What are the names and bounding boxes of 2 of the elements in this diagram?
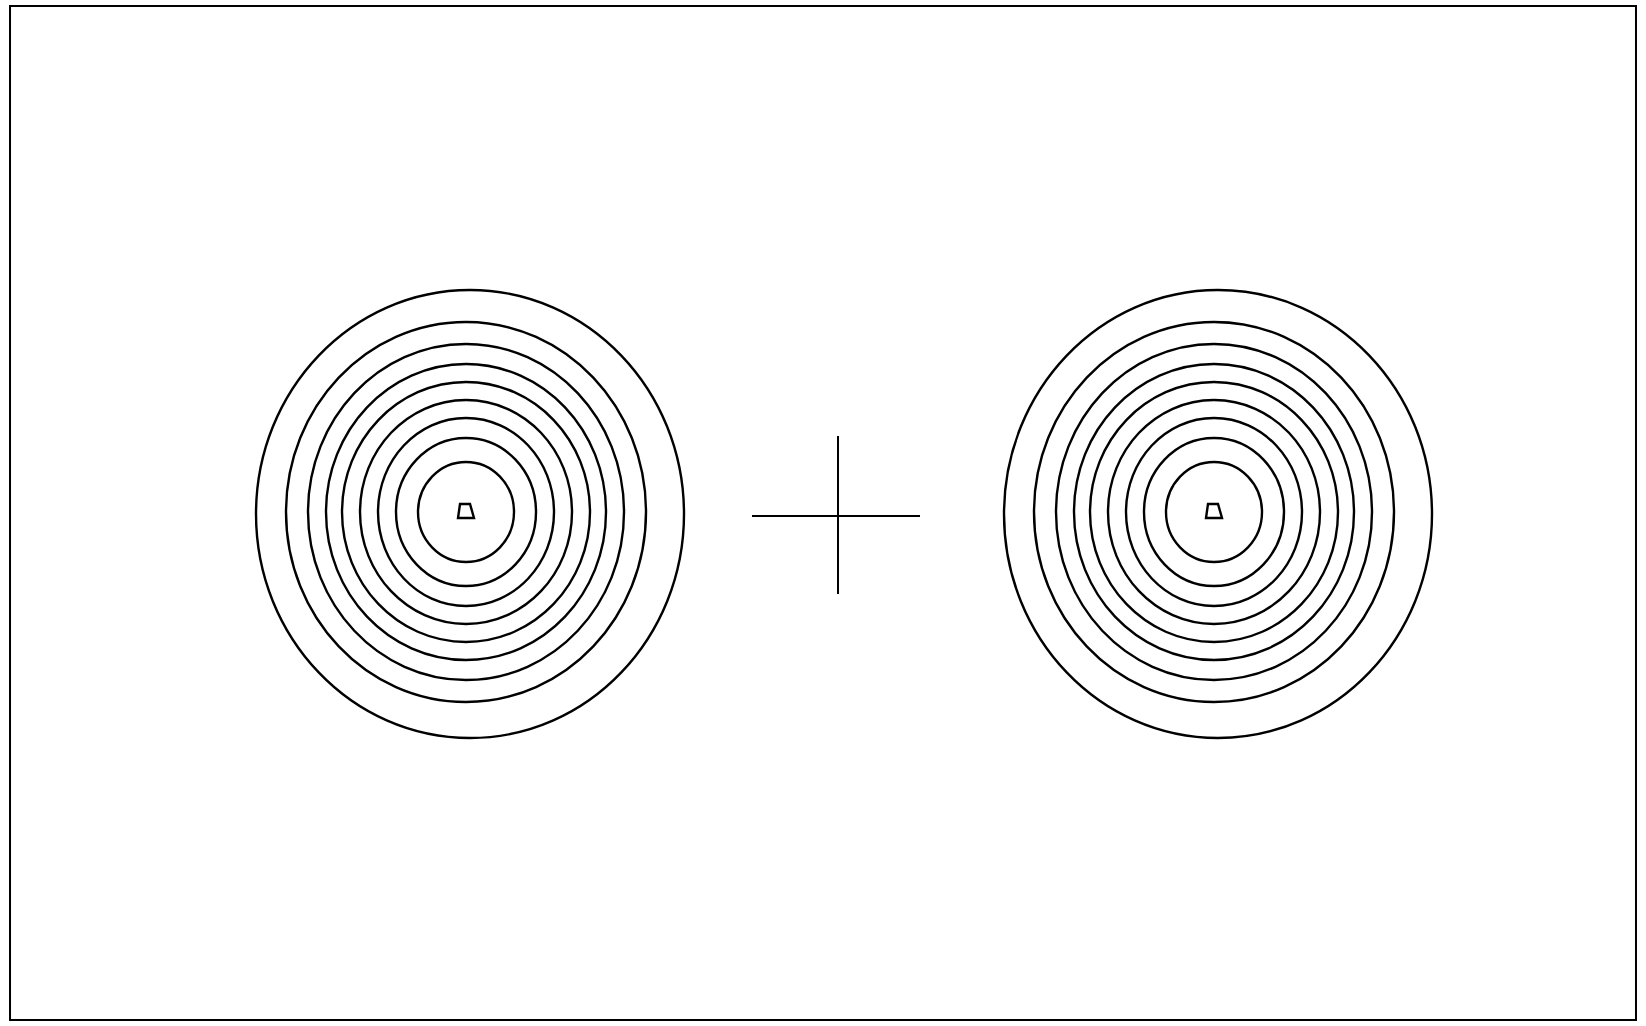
contour-plot-drawing: [1002, 288, 1434, 740]
contour-plot-drawing: [254, 288, 686, 740]
